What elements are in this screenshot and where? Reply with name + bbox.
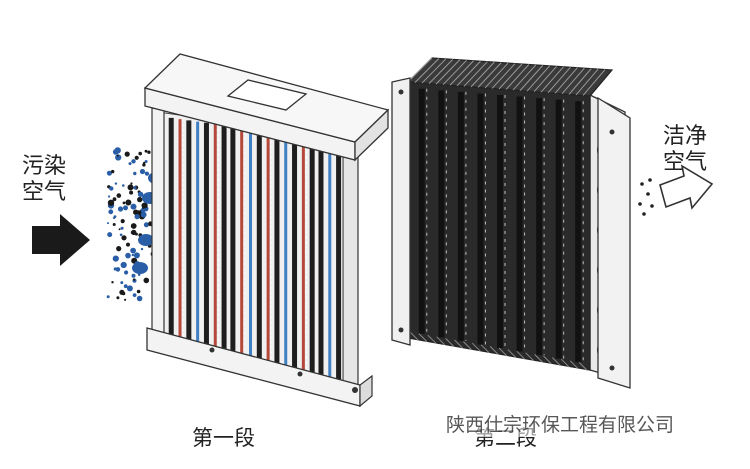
stage1-electrode-plates <box>160 116 342 383</box>
stage2-fin-lines <box>407 57 606 96</box>
first-stage-filter-unit <box>143 53 390 408</box>
stage1-bottom-base-side <box>359 374 373 408</box>
stage2-collector-plates <box>409 88 588 371</box>
outlet-arrow-icon <box>659 164 714 210</box>
inlet-arrow-icon <box>32 214 90 266</box>
stage1-front-post <box>151 107 165 346</box>
outlet-label-line1: 洁净 <box>663 124 708 149</box>
outlet-label-line2: 空气 <box>663 150 708 175</box>
inlet-label-line1: 污染 <box>22 154 67 179</box>
stage2-right-rail <box>597 96 631 389</box>
second-stage-filter-unit <box>391 57 631 389</box>
stage1-top-cutout <box>226 79 308 111</box>
company-watermark: 陕西仕宗环保工程有限公司 <box>446 410 675 437</box>
inlet-label-line2: 空气 <box>22 180 67 205</box>
stage2-left-rail <box>391 77 411 346</box>
first-stage-label: 第一段 <box>192 426 255 450</box>
stage1-side-frame <box>342 126 359 399</box>
clean-air-dots <box>638 178 654 216</box>
stage1-top-housing-side <box>354 108 389 162</box>
